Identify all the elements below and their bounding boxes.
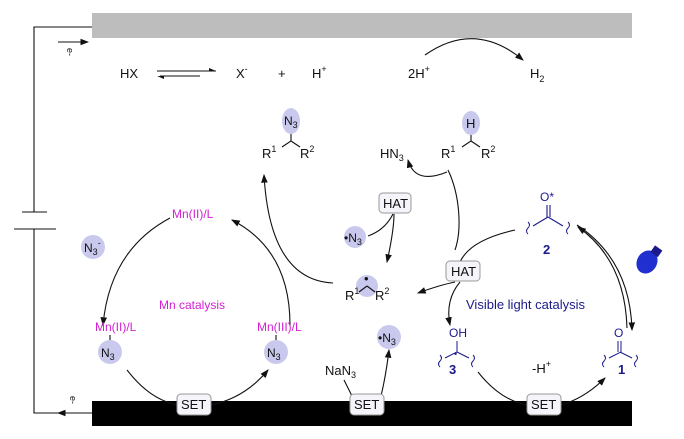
ketyl-radical-3: OH • 3 [438,326,475,377]
svg-text:OH: OH [449,326,467,340]
nan3: NaN3 [325,363,356,380]
hx: HX [120,66,138,81]
svg-text:R1: R1 [441,144,455,161]
plus: + [278,66,286,81]
svg-text:•: • [454,349,457,359]
svg-text:R1: R1 [345,286,359,303]
two-h-plus: 2H+ [408,64,430,81]
set-box-photo: SET [526,393,562,416]
svg-text:N3-: N3- [84,238,101,257]
mn2-label: Mn(II)/L [172,207,214,221]
ketone-1: O 1 [602,326,638,377]
mn-catalysis-label: Mn catalysis [159,298,225,312]
hat-box-1 [378,192,412,214]
svg-text:H: H [466,116,475,131]
electron-label-top: e- [65,48,75,56]
azide-radical-2: •N3 [377,325,401,349]
svg-text:R2: R2 [481,144,495,161]
mn3-azide: N3 [264,335,288,364]
hn3: HN3 [380,146,404,163]
svg-text:•N3: •N3 [378,331,396,347]
svg-text:O: O [614,326,623,340]
visible-light-catalysis-label: Visible light catalysis [466,297,585,312]
minus-h-plus: -H+ [532,359,551,376]
mn2-n3-label: Mn(II)/L [95,320,137,334]
svg-text:R2: R2 [375,286,389,303]
svg-text:R1: R1 [262,144,276,161]
svg-text:O*: O* [540,190,554,204]
set-box-mn: SET [176,393,212,416]
svg-text:1: 1 [618,362,625,377]
hat-cycle-arrows [261,158,516,327]
svg-text:•N3: •N3 [344,231,362,247]
anode [92,13,632,38]
equation-row: HX X- + H+ 2H+ H2 [120,38,544,84]
svg-text:3: 3 [449,362,456,377]
svg-text:N3: N3 [267,346,281,362]
svg-text:N3: N3 [101,346,115,362]
svg-text:SET: SET [181,397,206,412]
svg-text:N3: N3 [284,114,298,130]
excited-ketone-2: O* 2 [526,190,570,257]
mn-cycle-arrows [100,217,291,406]
electron-label-bottom: e- [68,396,78,404]
svg-text:SET: SET [354,397,379,412]
substrate: H R1 R2 [441,111,495,161]
azide-product: N3 R1 R2 [262,108,314,161]
circuit-wire [14,26,92,417]
hat-box-2 [445,260,481,282]
mn2-azide: N3 [98,335,122,364]
svg-text:R2: R2 [300,144,314,161]
x-minus: X- [236,64,248,81]
azide-radical-1: •N3 [344,226,366,248]
hat-label-2: HAT [451,264,476,279]
azide-anion: N3- [81,235,105,259]
set-box-azide: SET [349,393,385,416]
svg-text:2: 2 [543,242,550,257]
lamp-icon [636,245,663,274]
h2: H2 [530,66,544,84]
svg-text:•: • [364,271,369,286]
svg-text:SET: SET [531,397,556,412]
hat-label-1: HAT [383,196,408,211]
alkyl-radical: • R1 R2 [345,271,389,303]
h-plus: H+ [312,64,327,81]
mn3-n3-label: Mn(III)/L [257,320,302,334]
